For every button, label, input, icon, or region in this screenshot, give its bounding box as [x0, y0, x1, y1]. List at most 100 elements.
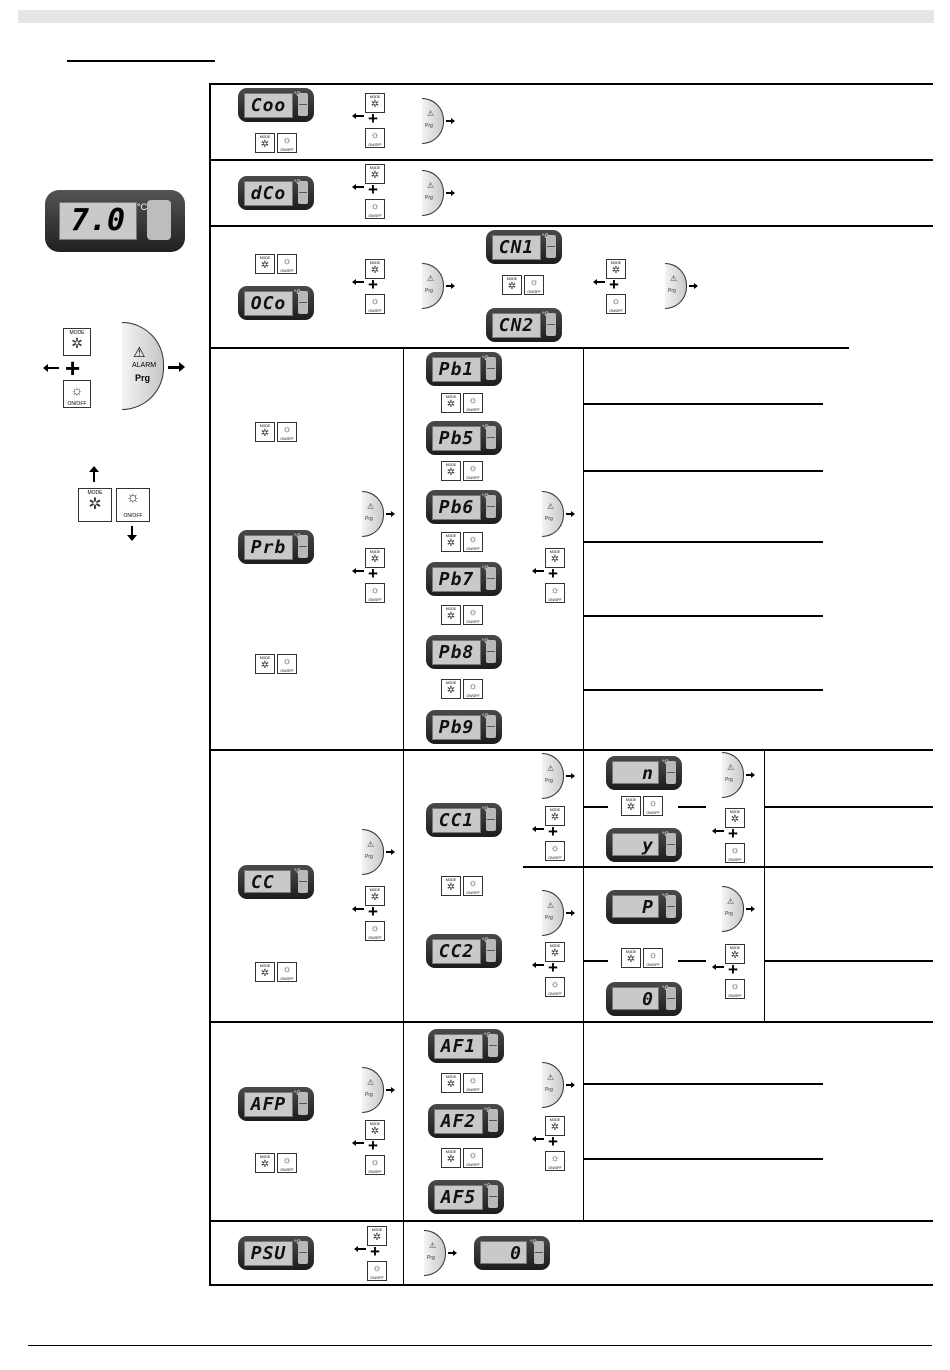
alarm-icon: ⚠: [133, 344, 146, 360]
col-line: [583, 1021, 584, 1220]
mode-onoff-keys: MODE✲ON/OFF☼: [441, 393, 485, 415]
mode-key-icon: MODE✲: [255, 133, 275, 153]
row-line: [209, 1220, 933, 1222]
display-cc: CC°C: [238, 865, 314, 899]
display-cn2: CN2°C: [486, 308, 562, 342]
display-pb7: Pb7°C: [426, 562, 502, 596]
onoff-key-icon: ON/OFF☼: [63, 380, 91, 408]
mode-onoff-keys: MODE✲ON/OFF☼: [441, 461, 485, 483]
prg-button-icon: ⚠Prg: [422, 170, 455, 216]
display-pb5: Pb5°C: [426, 421, 502, 455]
prg-button-icon: ⚠Prg: [424, 1230, 457, 1276]
row-line: [209, 347, 849, 349]
display-psu: PSU°C: [238, 1236, 314, 1270]
col-line: [583, 347, 584, 749]
row-line: [209, 83, 933, 85]
key-combo: MODE✲+ON/OFF☼: [352, 93, 389, 149]
prg-button-icon: ⚠Prg: [422, 98, 455, 144]
display-y: y°C: [606, 828, 682, 862]
footer-rule: [28, 1345, 932, 1346]
mode-key-icon: MODE✲: [78, 488, 112, 522]
row-line: [209, 159, 933, 161]
prg-button-icon: ⚠Prg: [722, 886, 755, 932]
key-combo: MODE✲+ON/OFF☼: [352, 1120, 389, 1176]
mode-onoff-keys: MODE✲ON/OFF☼: [255, 654, 299, 676]
display-prb: Prb°C: [238, 530, 314, 564]
key-combo: MODE✲+ON/OFF☼: [532, 1116, 569, 1172]
table-left-border: [209, 83, 211, 1286]
down-arrow-icon: [127, 526, 137, 541]
mode-onoff-keys: MODE✲ON/OFF☼: [441, 1073, 485, 1095]
mode-onoff-keys: MODE✲ON/OFF☼: [255, 1153, 299, 1175]
prg-button-icon: ⚠Prg: [542, 1062, 575, 1108]
legend-up-down: MODE✲ ON/OFF☼: [78, 466, 158, 541]
prg-button-icon: ⚠Prg: [542, 491, 575, 537]
key-combo: MODE✲+ON/OFF☼: [354, 1226, 391, 1282]
section-title-underline: [67, 60, 215, 62]
display-pb6: Pb6°C: [426, 490, 502, 524]
display-af1: AF1°C: [428, 1029, 504, 1063]
key-combo: MODE✲+ON/OFF☼: [352, 259, 389, 315]
display-coo: Coo°C: [238, 88, 314, 122]
display-pb1: Pb1°C: [426, 352, 502, 386]
key-combo: MODE✲+ON/OFF☼: [352, 886, 389, 942]
display-af2: AF2°C: [428, 1104, 504, 1138]
key-combo: MODE✲+ON/OFF☼: [352, 548, 389, 604]
main-display-value: 7.0: [59, 202, 137, 240]
unit-label: °C: [137, 202, 148, 212]
mode-onoff-keys: MODE✲ON/OFF☼: [255, 962, 299, 984]
display-cc2: CC2°C: [426, 934, 502, 968]
display-cn1: CN1°C: [486, 230, 562, 264]
mode-onoff-keys: MODE✲ON/OFF☼: [441, 1148, 485, 1170]
up-arrow-icon: [89, 466, 99, 482]
mode-key-icon: MODE✲: [63, 328, 91, 356]
mode-onoff-keys: MODE✲ON/OFF☼: [441, 876, 485, 898]
mode-onoff-keys: MODE✲ON/OFF☼: [255, 254, 299, 276]
mode-onoff-keys: MODE✲ON/OFF☼: [621, 948, 665, 970]
mode-onoff-keys: MODE✲ON/OFF☼: [255, 422, 299, 444]
display-af5: AF5°C: [428, 1180, 504, 1214]
col-line: [583, 749, 584, 1021]
prg-button-icon: ⚠Prg: [722, 752, 755, 798]
key-combo: MODE✲+ON/OFF☼: [532, 548, 569, 604]
mode-onoff-keys: MODE✲ON/OFF☼: [441, 532, 485, 554]
mode-onoff-keys: MODE✲ON/OFF☼: [621, 796, 665, 818]
display-afp: AFP°C: [238, 1087, 314, 1121]
col-line: [403, 347, 404, 1285]
header-bar: [18, 10, 934, 23]
display-zero: 0°C: [606, 982, 682, 1016]
display-cc1: CC1°C: [426, 803, 502, 837]
prg-button-icon: ⚠Prg: [362, 491, 395, 537]
table-bottom-border: [209, 1284, 933, 1286]
display-psu-zero: 0°C: [474, 1236, 550, 1270]
display-keys: [147, 200, 171, 240]
prg-button-icon: ⚠Prg: [362, 1067, 395, 1113]
right-arrow-icon: [168, 362, 185, 371]
prg-button-icon: ⚠Prg: [362, 829, 395, 875]
display-pb8: Pb8°C: [426, 635, 502, 669]
legend-prg-button: ⚠ ALARM Prg: [122, 322, 186, 410]
mode-onoff-keys: MODE✲ON/OFF☼: [255, 133, 299, 155]
display-n: n°C: [606, 756, 682, 790]
onoff-key-icon: ON/OFF☼: [277, 133, 297, 153]
mode-onoff-keys: MODE✲ON/OFF☼: [441, 679, 485, 701]
key-combo: MODE✲+ON/OFF☼: [712, 808, 749, 864]
display-pb9: Pb9°C: [426, 710, 502, 744]
key-combo: MODE✲+ON/OFF☼: [532, 942, 569, 998]
key-combo: MODE✲+ON/OFF☼: [352, 164, 389, 220]
row-line: [209, 749, 933, 751]
left-arrow-icon: [43, 364, 59, 372]
display-oco: OCo°C: [238, 286, 314, 320]
prg-button-icon: ⚠Prg: [542, 890, 575, 936]
prg-button-icon: ⚠Prg: [665, 263, 698, 309]
plus-icon: +: [65, 353, 81, 383]
legend-key-combo: MODE✲ + ON/OFF☼: [43, 328, 95, 410]
row-line: [209, 225, 933, 227]
key-combo: MODE✲+ON/OFF☼: [532, 806, 569, 862]
prg-button-icon: ⚠Prg: [542, 753, 575, 799]
display-p: P°C: [606, 890, 682, 924]
mode-onoff-keys: MODE✲ON/OFF☼: [441, 605, 485, 627]
row-line: [209, 1021, 933, 1023]
main-display: 7.0 °C: [45, 190, 185, 252]
key-combo: MODE✲+ON/OFF☼: [712, 944, 749, 1000]
